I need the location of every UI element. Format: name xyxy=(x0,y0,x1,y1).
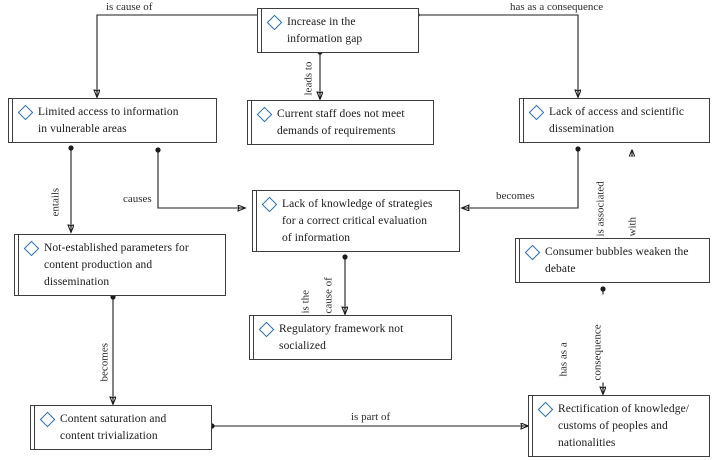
node-rectification-of-knowledge[interactable]: Rectification of knowledge/ customs of p… xyxy=(528,395,710,457)
node-limited-access-to-information[interactable]: Limited access to information in vulnera… xyxy=(8,98,217,143)
diamond-icon xyxy=(258,321,275,338)
node-regulatory-framework-not-socialized[interactable]: Regulatory framework not socialized xyxy=(249,315,452,360)
node-increase-in-the-information-gap[interactable]: Increase in the information gap xyxy=(257,8,419,53)
edge-label-is-the: is the xyxy=(299,263,313,316)
edge-label-causes: causes xyxy=(121,193,154,206)
edge-has-as-a-consequence-top xyxy=(414,12,578,97)
node-label: Rectification of knowledge/ customs of p… xyxy=(558,403,690,449)
node-label: Lack of knowledge of strategies for a co… xyxy=(282,198,433,244)
edge-label-leads-to: leads to xyxy=(302,51,316,98)
diamond-icon xyxy=(266,14,283,31)
edge-is-the-cause-of xyxy=(342,254,347,314)
node-label: Content saturation and content trivializ… xyxy=(60,413,167,442)
diamond-icon xyxy=(261,196,278,213)
node-not-established-parameters[interactable]: Not-established parameters for content p… xyxy=(14,234,226,296)
node-lack-of-knowledge-of-strategies[interactable]: Lack of knowledge of strategies for a co… xyxy=(252,190,460,252)
edge-label-cause-of: cause of xyxy=(322,263,336,316)
diamond-icon xyxy=(39,411,56,428)
node-consumer-bubbles-weaken-the-debate[interactable]: Consumer bubbles weaken the debate xyxy=(515,238,710,283)
diamond-icon xyxy=(23,240,40,257)
diamond-icon xyxy=(256,106,273,123)
edge-label-consequence: consequence xyxy=(591,294,605,383)
edge-label-has-as-a-consequence-top: has as a consequence xyxy=(508,1,606,14)
node-label: Increase in the information gap xyxy=(287,16,363,45)
edge-leads-to xyxy=(317,49,322,99)
node-label: Lack of access and scientific disseminat… xyxy=(549,106,685,135)
diamond-icon xyxy=(524,244,541,261)
diamond-icon xyxy=(528,104,545,121)
node-content-saturation-and-trivialization[interactable]: Content saturation and content trivializ… xyxy=(30,405,212,450)
diamond-icon xyxy=(17,104,34,121)
edge-label-is-part-of: is part of xyxy=(349,411,393,424)
edge-causes xyxy=(155,147,245,208)
edge-label-becomes-left: becomes xyxy=(98,325,112,384)
edge-label-has-as-a: has as a xyxy=(557,312,571,379)
node-label: Not-established parameters for content p… xyxy=(44,242,189,288)
edge-label-becomes-right: becomes xyxy=(494,190,537,203)
node-lack-of-access-and-scientific-dissemination[interactable]: Lack of access and scientific disseminat… xyxy=(519,98,710,143)
edge-becomes-right xyxy=(462,146,581,208)
edge-label-is-cause-of: is cause of xyxy=(104,1,155,14)
edge-label-entails: entails xyxy=(49,172,63,219)
edge-label-associated-with: with xyxy=(626,156,640,239)
node-label: Regulatory framework not socialized xyxy=(279,323,404,352)
edge-is-part-of xyxy=(209,423,528,428)
node-label: Consumer bubbles weaken the debate xyxy=(545,246,689,275)
edge-entails xyxy=(68,145,73,232)
diamond-icon xyxy=(537,401,554,418)
edge-label-is-associated: is associated xyxy=(594,156,608,239)
node-label: Current staff does not meet demands of r… xyxy=(277,108,405,137)
node-current-staff-does-not-meet[interactable]: Current staff does not meet demands of r… xyxy=(247,100,434,145)
node-label: Limited access to information in vulnera… xyxy=(38,106,179,135)
